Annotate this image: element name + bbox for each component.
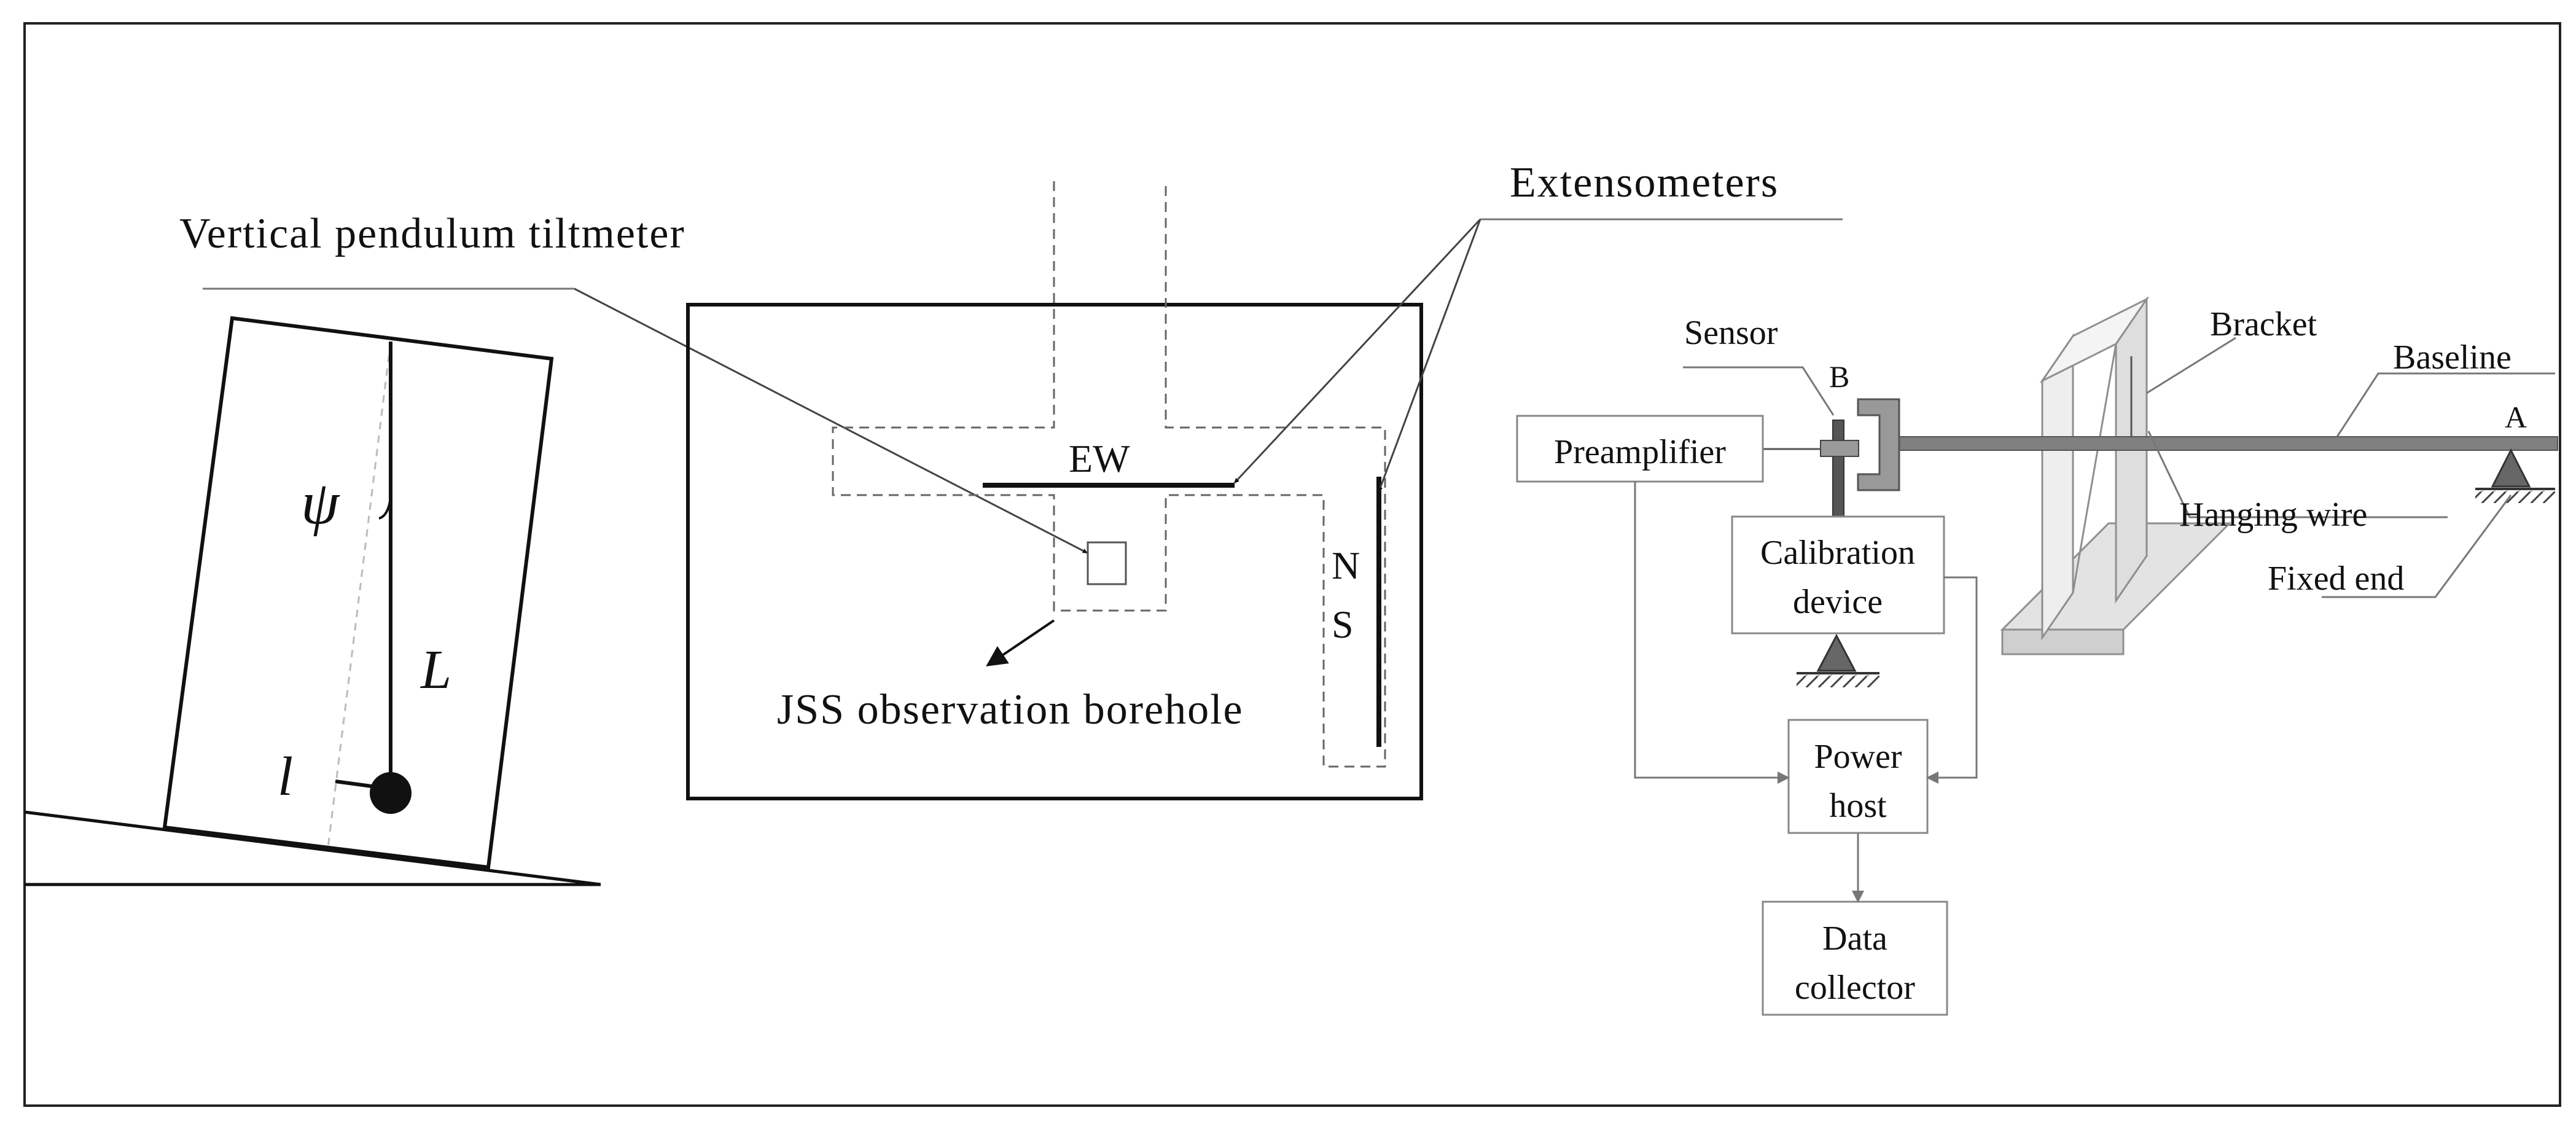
offset-l-marker bbox=[335, 779, 372, 788]
ew-label: EW bbox=[1069, 437, 1130, 480]
offset-l-label: l bbox=[278, 746, 293, 807]
length-L-label: L bbox=[420, 639, 451, 700]
calibration-to-power-connector bbox=[1926, 576, 1978, 784]
baseline-leader bbox=[2336, 372, 2555, 437]
support-a bbox=[2491, 448, 2531, 488]
fixed-end-leader bbox=[2322, 494, 2512, 598]
hanging-wire-leader bbox=[2147, 431, 2448, 518]
sensor-connector bbox=[1820, 440, 1859, 457]
vertical-pendulum-tiltmeter-label: Vertical pendulum tiltmeter bbox=[179, 210, 685, 257]
hanging-wire-label: Hanging wire bbox=[2179, 496, 2367, 534]
figure-frame bbox=[23, 22, 2561, 1107]
psi-label: ψ bbox=[301, 469, 340, 537]
preamp-to-power-connector bbox=[1634, 482, 1790, 784]
clamp-bracket bbox=[1857, 398, 1900, 491]
bracket-base-front bbox=[2001, 628, 2125, 655]
power-host-label-2: host bbox=[1829, 787, 1887, 825]
point-b-label: B bbox=[1829, 359, 1849, 394]
jss-borehole-label: JSS observation borehole bbox=[777, 686, 1244, 733]
tiltmeter-position-square bbox=[1087, 541, 1127, 585]
ns-label-s: S bbox=[1332, 603, 1354, 646]
power-host-label-1: Power bbox=[1814, 738, 1902, 776]
extensometers-label: Extensometers bbox=[1510, 159, 1779, 206]
tunnel-dashed-outline bbox=[832, 181, 1386, 768]
plan-view-panel bbox=[686, 181, 1423, 800]
ns-label-n: N bbox=[1332, 544, 1360, 587]
sensor-label: Sensor bbox=[1684, 314, 1778, 352]
inclined-ground-top bbox=[24, 810, 601, 886]
psi-angle-arc bbox=[378, 497, 392, 520]
calibration-device-label-1: Calibration bbox=[1760, 534, 1915, 572]
tiltmeter-panel bbox=[24, 316, 601, 886]
plan-view-outline bbox=[686, 303, 1423, 800]
point-a-label: A bbox=[2505, 400, 2527, 434]
calibration-support bbox=[1816, 633, 1857, 672]
support-a-hatch bbox=[2475, 491, 2555, 503]
calibration-support-hatch bbox=[1797, 675, 1879, 687]
extensometer-leader-ns bbox=[1378, 219, 1481, 492]
extensometer-system-panel bbox=[1516, 296, 2558, 1016]
bracket-front-post bbox=[2041, 333, 2074, 641]
bracket-leader bbox=[2146, 337, 2236, 394]
data-collector-label-1: Data bbox=[1822, 920, 1887, 958]
sensor-leader bbox=[1683, 366, 1835, 416]
preamplifier-box bbox=[1516, 415, 1764, 483]
tiltmeter-leader-arrow bbox=[574, 287, 1088, 554]
baseline-label: Baseline bbox=[2393, 338, 2512, 377]
fixed-end-label: Fixed end bbox=[2268, 560, 2404, 598]
vertical-reference-line bbox=[327, 341, 392, 848]
tilted-instrument-body bbox=[162, 316, 554, 870]
data-collector-box bbox=[1762, 900, 1948, 1016]
data-collector-label-2: collector bbox=[1795, 969, 1915, 1007]
borehole-arrow bbox=[986, 619, 1055, 666]
extensometer-leader-ew bbox=[1233, 218, 1481, 484]
pendulum-bob bbox=[370, 772, 412, 814]
bracket-label: Bracket bbox=[2210, 305, 2317, 343]
calibration-device-label-2: device bbox=[1793, 583, 1883, 621]
bracket-top-rail bbox=[2039, 297, 2150, 383]
bracket-diagonal bbox=[2072, 343, 2117, 593]
sensor-rod bbox=[1832, 420, 1844, 517]
calibration-device-box bbox=[1731, 515, 1945, 635]
baseline-rod bbox=[1899, 436, 2558, 451]
preamplifier-label: Preamplifier bbox=[1554, 433, 1726, 471]
